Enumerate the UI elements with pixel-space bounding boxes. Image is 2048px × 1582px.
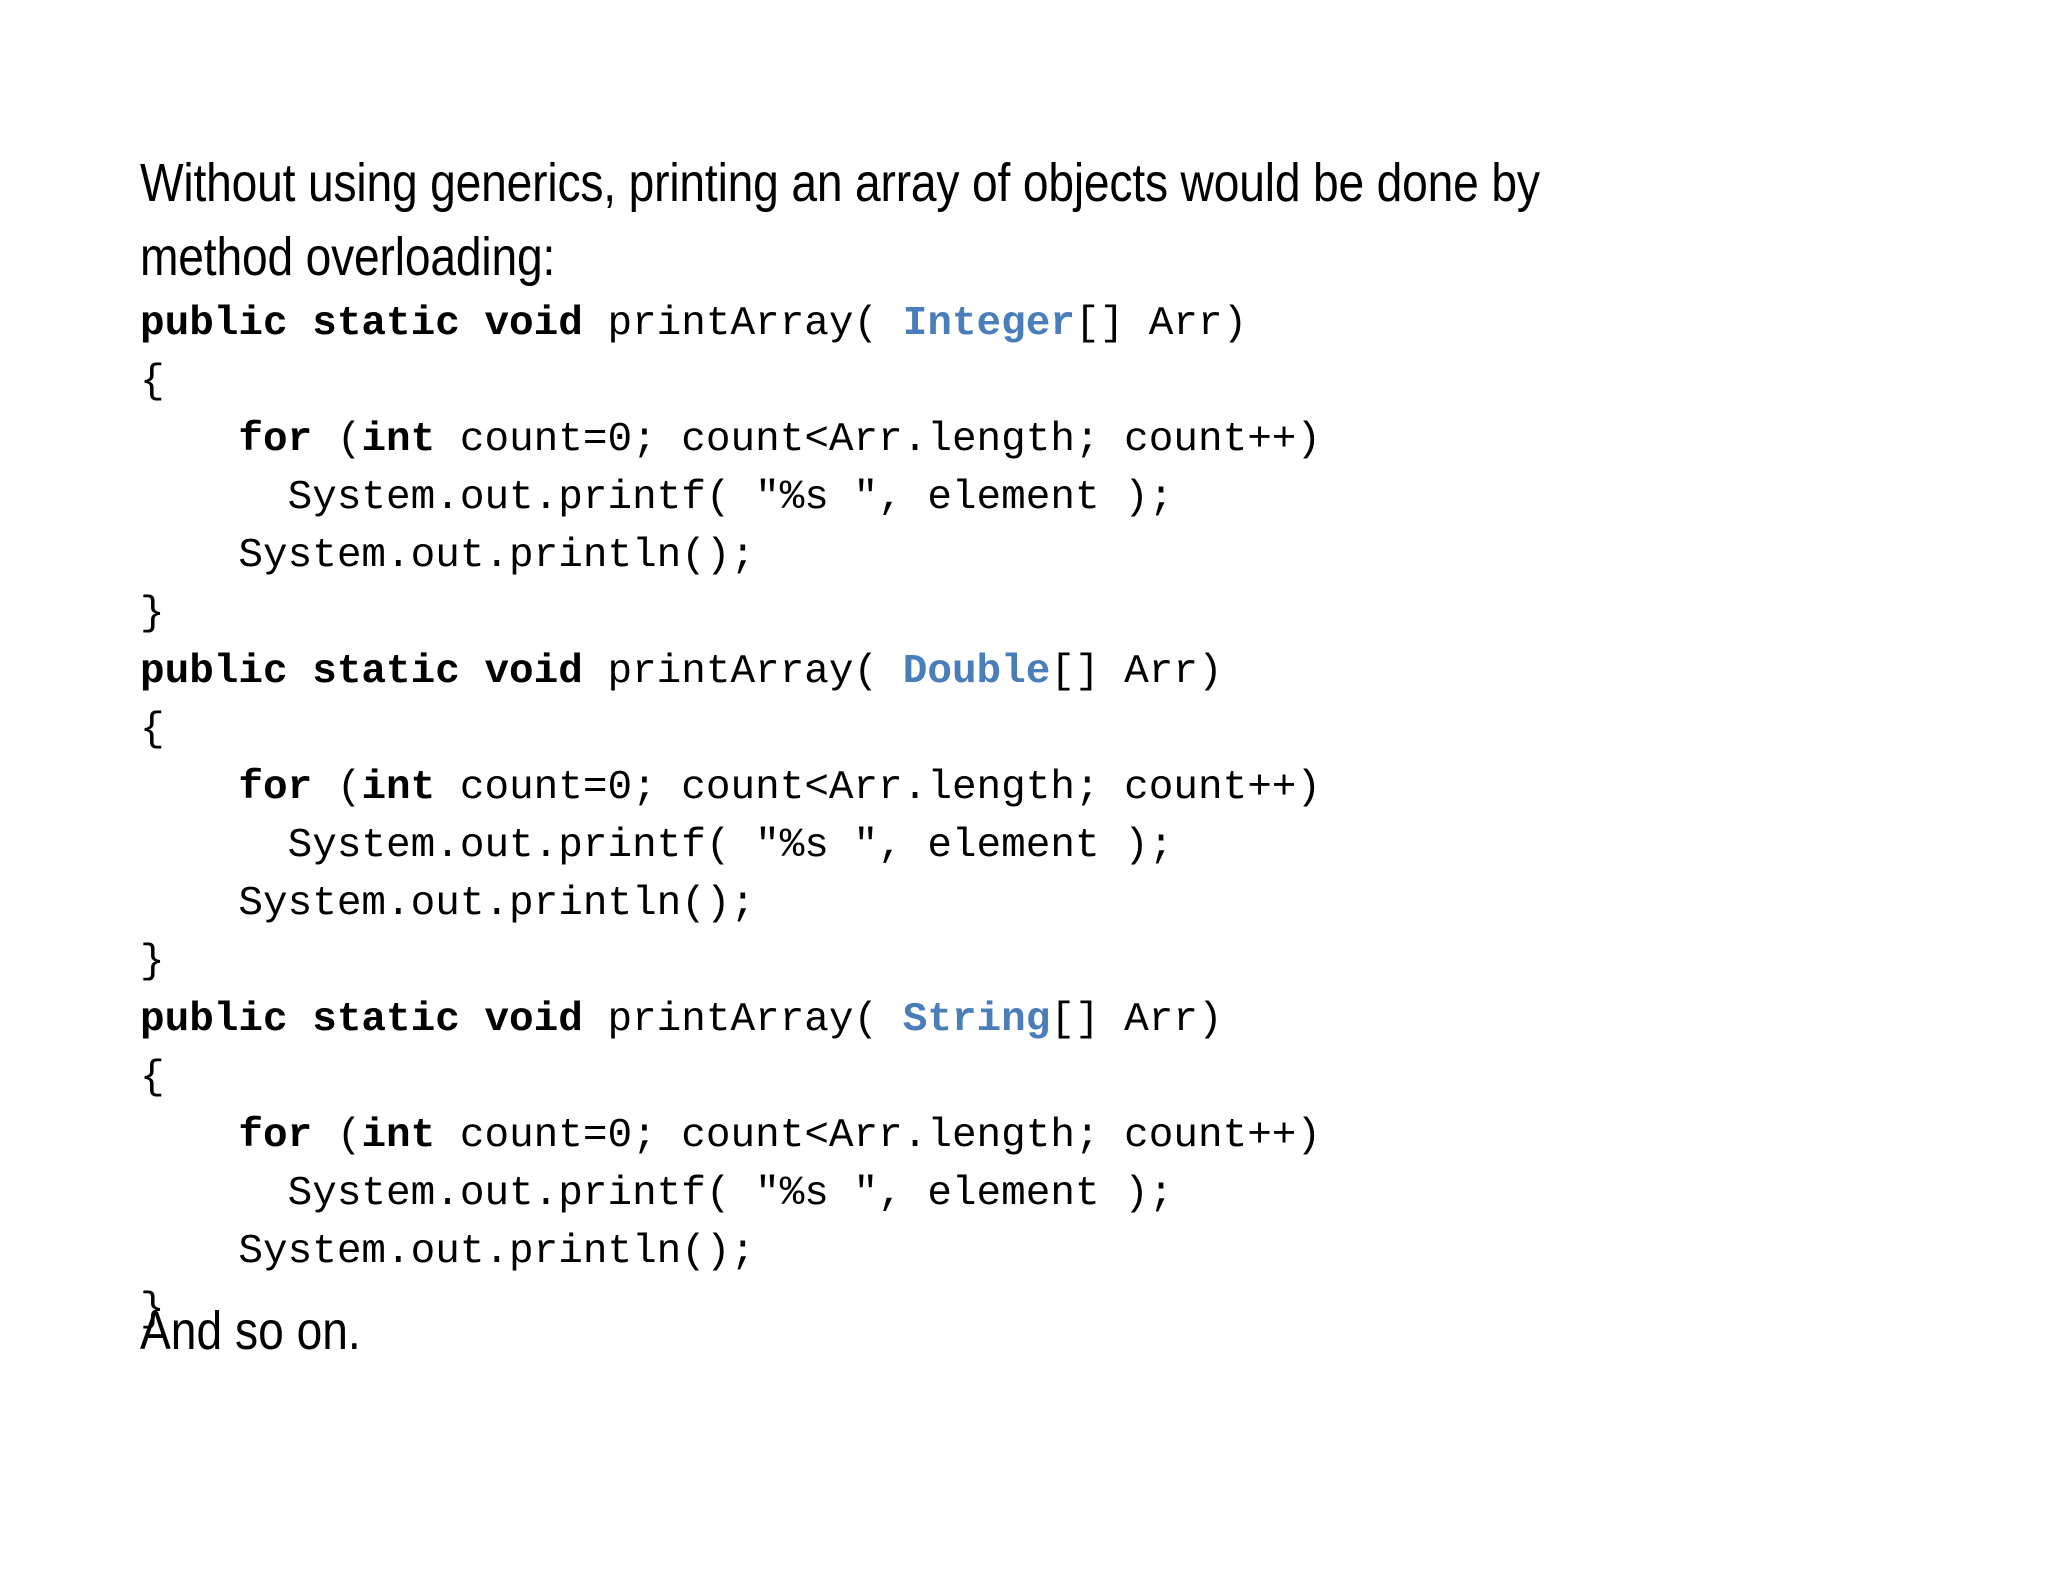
code-line-signature: public static void printArray( Integer[]…	[140, 295, 1940, 353]
code-line-open-brace: {	[140, 701, 1940, 759]
println-statement: System.out.println();	[140, 881, 756, 927]
code-line-signature: public static void printArray( Double[] …	[140, 643, 1940, 701]
close-brace: }	[140, 591, 165, 637]
parameter-tail: [] Arr)	[1050, 997, 1223, 1043]
open-brace: {	[140, 707, 165, 753]
code-line-for: for (int count=0; count<Arr.length; coun…	[140, 411, 1940, 469]
open-brace: {	[140, 1055, 165, 1101]
code-line-close-brace: }	[140, 585, 1940, 643]
for-open: (	[312, 1113, 362, 1159]
code-line-println: System.out.println();	[140, 1223, 1940, 1281]
parameter-type: String	[902, 997, 1051, 1043]
code-line-println: System.out.println();	[140, 527, 1940, 585]
method-name: printArray(	[582, 997, 903, 1043]
modifier-keywords: public static void	[140, 301, 583, 347]
for-clause: count=0; count<Arr.length; count++)	[435, 765, 1322, 811]
code-line-close-brace: }	[140, 933, 1940, 991]
modifier-keywords: public static void	[140, 649, 583, 695]
code-line-open-brace: {	[140, 1049, 1940, 1107]
for-open: (	[312, 765, 362, 811]
println-statement: System.out.println();	[140, 1229, 756, 1275]
for-clause: count=0; count<Arr.length; count++)	[435, 417, 1322, 463]
close-brace: }	[140, 939, 165, 985]
code-line-signature: public static void printArray( String[] …	[140, 991, 1940, 1049]
parameter-type: Double	[902, 649, 1051, 695]
for-indent	[140, 417, 238, 463]
code-block: public static void printArray( Integer[]…	[140, 295, 1940, 1339]
printf-statement: System.out.printf( "%s ", element );	[140, 1171, 1174, 1217]
println-statement: System.out.println();	[140, 533, 756, 579]
for-indent	[140, 1113, 238, 1159]
code-line-close-brace: }	[140, 1281, 1940, 1339]
int-keyword: int	[361, 1113, 436, 1159]
code-line-printf: System.out.printf( "%s ", element );	[140, 817, 1940, 875]
code-line-open-brace: {	[140, 353, 1940, 411]
for-indent	[140, 765, 238, 811]
int-keyword: int	[361, 417, 436, 463]
parameter-type: Integer	[902, 301, 1075, 347]
code-line-printf: System.out.printf( "%s ", element );	[140, 469, 1940, 527]
code-line-printf: System.out.printf( "%s ", element );	[140, 1165, 1940, 1223]
for-open: (	[312, 417, 362, 463]
code-line-println: System.out.println();	[140, 875, 1940, 933]
int-keyword: int	[361, 765, 436, 811]
parameter-tail: [] Arr)	[1050, 649, 1223, 695]
slide-heading: Without using generics, printing an arra…	[140, 153, 1553, 287]
close-brace: }	[140, 1287, 165, 1333]
for-keyword: for	[238, 765, 313, 811]
modifier-keywords: public static void	[140, 997, 583, 1043]
printf-statement: System.out.printf( "%s ", element );	[140, 823, 1174, 869]
for-keyword: for	[238, 1113, 313, 1159]
open-brace: {	[140, 359, 165, 405]
method-name: printArray(	[582, 649, 903, 695]
code-line-for: for (int count=0; count<Arr.length; coun…	[140, 1107, 1940, 1165]
closing-text: And so on.	[140, 1301, 361, 1361]
for-clause: count=0; count<Arr.length; count++)	[435, 1113, 1322, 1159]
code-line-for: for (int count=0; count<Arr.length; coun…	[140, 759, 1940, 817]
parameter-tail: [] Arr)	[1074, 301, 1248, 347]
method-name: printArray(	[582, 301, 903, 347]
printf-statement: System.out.printf( "%s ", element );	[140, 475, 1174, 521]
for-keyword: for	[238, 417, 313, 463]
